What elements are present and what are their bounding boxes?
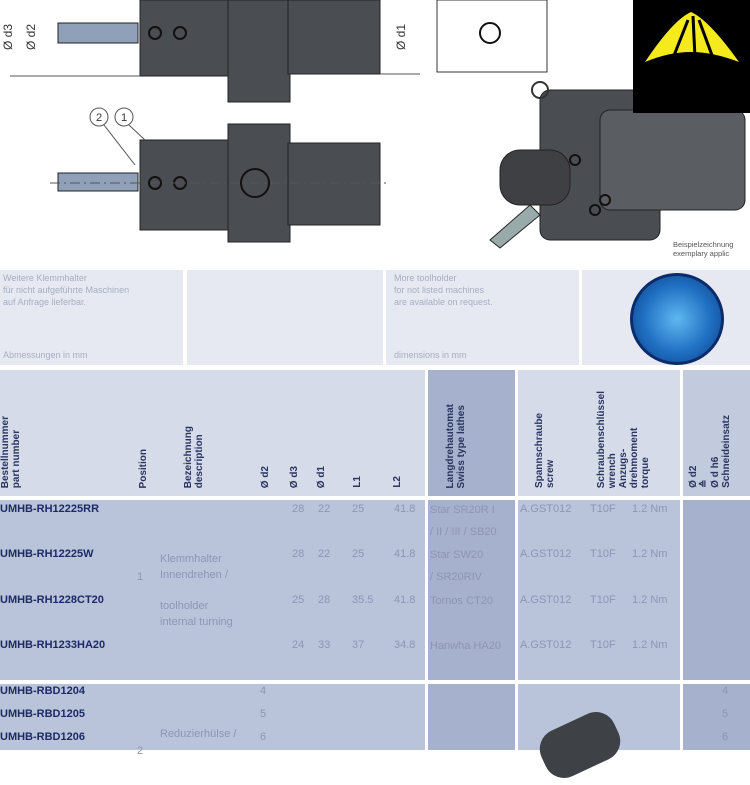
info-box-de [0,270,183,365]
insert-value: 4 [722,685,729,697]
label-d1: Ø d1 [394,24,408,50]
l1-value: 25 [352,503,365,515]
header-main [0,370,425,496]
group1-position: 1 [137,571,144,583]
group2-band [0,684,425,750]
seal-emblem-icon [630,273,724,365]
info-en-units: dimensions in mm [394,350,467,360]
logo-mark-icon [645,12,739,62]
group2-insert-band [683,684,750,750]
screw-value: A.GST012 [520,639,572,651]
lathe-value: Star SW20 / SR20RIV [430,549,484,583]
drawing-caption: Beispielzeichnung exemplary applic [673,240,734,258]
header-lathes-bg [428,370,515,496]
torque-value: 1.2 Nm [632,548,668,560]
screw-value: A.GST012 [520,548,572,560]
d1-value: 33 [318,639,331,651]
l2-value: 41.8 [394,503,416,515]
torque-value: 1.2 Nm [632,639,668,651]
lathe-value: Star SR20R I / II / III / SB20 [430,504,497,538]
l2-value: 41.8 [394,594,416,606]
wrench-value: T10F [590,594,616,606]
part-number: UMHB-RBD1206 [0,731,85,743]
info-en-text: More toolholder for not listed machines … [394,273,493,307]
wrench-value: T10F [590,503,616,515]
col-part-number: Bestellnummer part number [0,415,22,488]
group1-band [0,500,425,680]
col-screw: Spannschraube screw [534,412,556,488]
col-position: Position [138,448,149,488]
col-d3: Ø d3 [289,465,300,488]
wrench-value: T10F [590,639,616,651]
torque-value: 1.2 Nm [632,594,668,606]
label-d2: Ø d2 [24,24,38,50]
group1-lathes-band [428,500,515,680]
screw-value: A.GST012 [520,594,572,606]
group2-position: 2 [137,745,144,757]
header-tools-bg [518,370,680,496]
insert-value: 6 [722,731,729,743]
group2-desc-de: Reduzierhülse / [160,728,237,740]
col-description: Bezeichnung description [183,425,205,488]
position-callout-1: 1 [121,112,127,124]
d3-value: 28 [292,548,305,560]
d2-value: 5 [260,708,267,720]
l1-value: 25 [352,548,365,560]
group1-desc-en: toolholder internal turning [160,600,233,628]
d3-value: 25 [292,594,305,606]
part-number: UMHB-RH1228CT20 [0,594,104,606]
col-wrench-torque: Schraubenschlüssel wrench Anzugs- drehmo… [596,390,651,488]
lathe-value: Tornos CT20 [430,595,493,607]
col-lathes: Langdrehautomat Swiss type lathes [445,403,467,488]
part-number: UMHB-RH1233HA20 [0,639,106,651]
l1-value: 37 [352,639,365,651]
screw-value: A.GST012 [520,503,572,515]
wrench-value: T10F [590,548,616,560]
l1-value: 35.5 [352,594,374,606]
part-number: UMHB-RBD1204 [0,685,85,697]
header-insert-bg [683,370,750,496]
info-de-text: Weitere Klemmhalter für nicht aufgeführt… [3,273,130,307]
technical-drawing: 2 1 Ø d3 Ø d2 Ø d1 [1,0,746,249]
d3-value: 28 [292,503,305,515]
info-box-en [386,270,579,365]
group2-lathes-band [428,684,515,750]
d1-value: 22 [318,503,331,515]
d3-value: 24 [292,639,305,651]
info-box-blank [187,270,383,365]
col-l2: L2 [392,476,403,488]
col-d2: Ø d2 [260,465,271,488]
brand-logo [633,0,750,113]
d1-value: 28 [318,594,331,606]
l2-value: 34.8 [394,639,416,651]
group1-tools-band [518,500,680,680]
torque-value: 1.2 Nm [632,503,668,515]
part-number: UMHB-RH12225W [0,548,94,560]
insert-value: 5 [722,708,729,720]
col-l1: L1 [352,476,363,488]
part-number: UMHB-RBD1205 [0,708,85,720]
group1-desc-de: Klemmhalter Innendrehen / [160,553,228,581]
col-d1: Ø d1 [316,465,327,488]
lathe-value: Hanwha HA20 [430,640,501,652]
part-number: UMHB-RH12225RR [0,503,100,515]
d1-value: 22 [318,548,331,560]
d2-value: 6 [260,731,267,743]
l2-value: 41.8 [394,548,416,560]
position-callout-2: 2 [96,112,102,124]
col-insert: Ø d2 ≙ Ø d h6 Schneideinsatz [688,415,732,488]
label-d3: Ø d3 [1,24,15,50]
info-de-units: Abmessungen in mm [3,350,88,360]
d2-value: 4 [260,685,267,697]
group1-insert-band [683,500,750,680]
